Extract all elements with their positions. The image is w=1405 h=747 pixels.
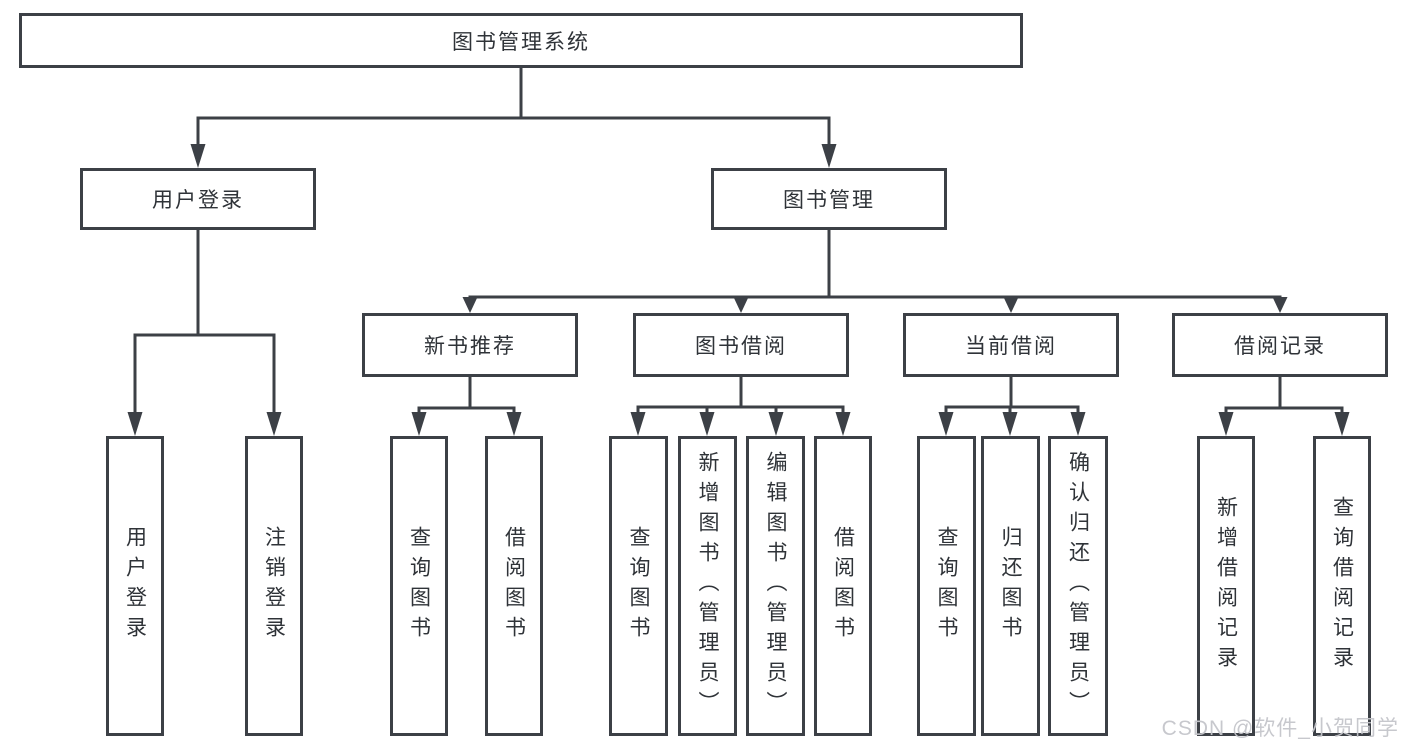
arrowhead-icon: [127, 412, 143, 436]
node-label-leaf-logout: 注销登录: [262, 526, 286, 646]
node-leaf-return-book: 归还图书: [981, 436, 1040, 736]
node-label-leaf-user-login: 用户登录: [123, 526, 147, 646]
arrowhead-icon: [699, 412, 715, 436]
node-leaf-borrow-book-bor: 借阅图书: [814, 436, 872, 736]
arrowhead-icon: [1218, 412, 1234, 436]
node-label-borrowing-records: 借阅记录: [1234, 335, 1326, 358]
node-leaf-query-book-bor: 查询图书: [609, 436, 668, 736]
node-label-book-management: 图书管理: [783, 189, 875, 212]
node-label-leaf-query-book-bor: 查询图书: [627, 526, 650, 646]
node-leaf-add-book-admin: 新增图书（管理员）: [678, 436, 737, 736]
arrowhead-icon: [266, 412, 282, 436]
node-label-leaf-edit-book-admin: 编辑图书（管理员）: [764, 451, 787, 721]
node-leaf-logout: 注销登录: [245, 436, 303, 736]
node-leaf-borrow-book-rec: 借阅图书: [485, 436, 543, 736]
arrowhead-icon: [768, 412, 784, 436]
arrowhead-icon: [411, 412, 427, 436]
arrowhead-icon: [190, 144, 206, 168]
node-leaf-user-login: 用户登录: [106, 436, 164, 736]
arrowhead-icon: [462, 297, 478, 313]
arrowhead-icon: [733, 297, 749, 313]
node-leaf-query-book-cur: 查询图书: [917, 436, 976, 736]
node-user-login-branch: 用户登录: [80, 168, 316, 230]
node-label-new-book-recommend: 新书推荐: [424, 335, 516, 358]
node-label-leaf-confirm-return: 确认归还（管理员）: [1066, 451, 1090, 721]
node-leaf-query-record: 查询借阅记录: [1313, 436, 1371, 736]
node-current-borrowing: 当前借阅: [903, 313, 1119, 377]
arrowhead-icon: [835, 412, 851, 436]
arrowhead-icon: [821, 144, 837, 168]
node-book-borrowing: 图书借阅: [633, 313, 849, 377]
node-book-management: 图书管理: [711, 168, 947, 230]
node-leaf-edit-book-admin: 编辑图书（管理员）: [746, 436, 805, 736]
watermark: CSDN @软件_小贺同学: [1161, 717, 1399, 740]
arrowhead-icon: [1003, 297, 1019, 313]
node-label-leaf-query-book-rec: 查询图书: [407, 526, 431, 646]
arrowhead-icon: [1334, 412, 1350, 436]
node-label-root: 图书管理系统: [452, 30, 590, 54]
arrowhead-icon: [506, 412, 522, 436]
node-label-leaf-return-book: 归还图书: [999, 526, 1022, 646]
node-label-current-borrowing: 当前借阅: [965, 335, 1057, 358]
node-leaf-confirm-return: 确认归还（管理员）: [1048, 436, 1108, 736]
node-label-leaf-query-record: 查询借阅记录: [1330, 496, 1354, 676]
node-label-leaf-add-book-admin: 新增图书（管理员）: [696, 451, 719, 721]
node-leaf-query-book-rec: 查询图书: [390, 436, 448, 736]
node-label-book-borrowing: 图书借阅: [695, 335, 787, 358]
node-new-book-recommend: 新书推荐: [362, 313, 578, 377]
arrowhead-icon: [1070, 412, 1086, 436]
arrowhead-icon: [1002, 412, 1018, 436]
node-label-leaf-add-record: 新增借阅记录: [1214, 496, 1238, 676]
node-borrowing-records: 借阅记录: [1172, 313, 1388, 377]
arrowhead-icon: [630, 412, 646, 436]
node-label-leaf-query-book-cur: 查询图书: [935, 526, 958, 646]
arrowhead-icon: [938, 412, 954, 436]
node-root: 图书管理系统: [19, 13, 1023, 68]
node-label-leaf-borrow-book-rec: 借阅图书: [502, 526, 526, 646]
arrowhead-icon: [1272, 297, 1288, 313]
node-label-leaf-borrow-book-bor: 借阅图书: [831, 526, 855, 646]
node-leaf-add-record: 新增借阅记录: [1197, 436, 1255, 736]
node-label-user-login-branch: 用户登录: [152, 189, 244, 212]
